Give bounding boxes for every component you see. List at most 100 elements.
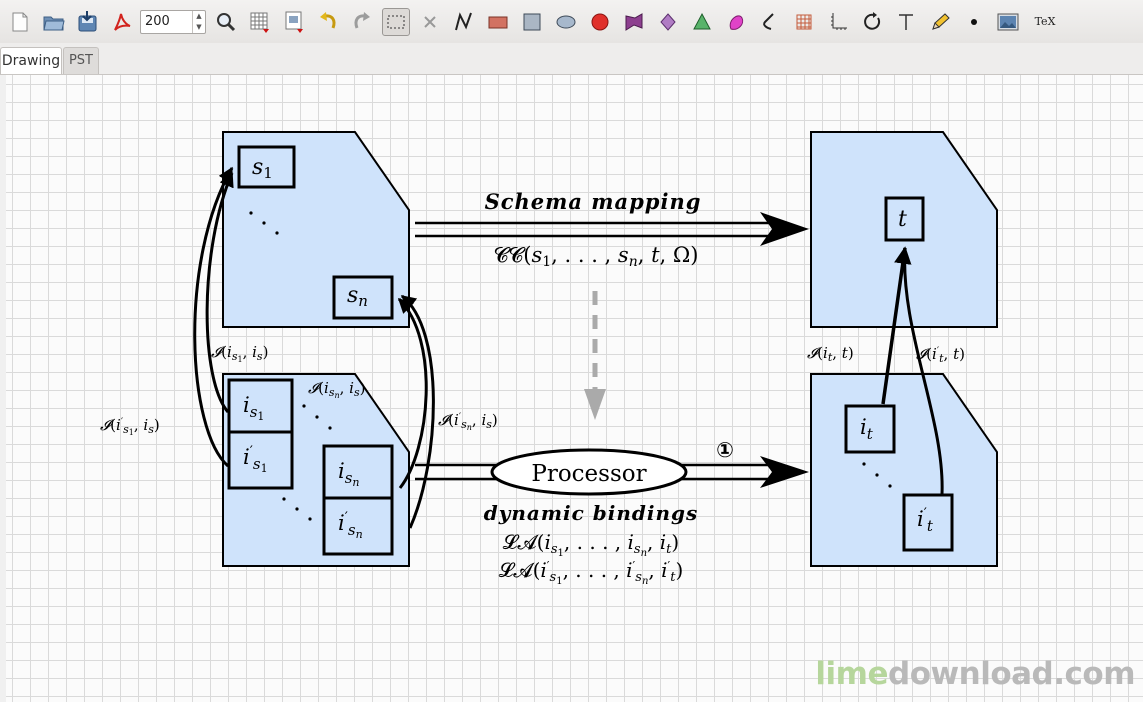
isn-prime-box[interactable] bbox=[322, 496, 394, 556]
undo-icon bbox=[320, 11, 336, 29]
axes-tool-button[interactable] bbox=[824, 8, 852, 36]
rhombus-tool-button[interactable] bbox=[654, 8, 682, 36]
tex-button[interactable]: TeX bbox=[1028, 8, 1062, 36]
spin-up-icon[interactable]: ▲ bbox=[196, 11, 202, 20]
square-tool-button[interactable] bbox=[518, 8, 546, 36]
ellipse-tool-button[interactable] bbox=[552, 8, 580, 36]
tab-pst[interactable]: PST bbox=[63, 47, 99, 74]
dashed-gray-arrow bbox=[584, 291, 606, 420]
zoom-arrows[interactable]: ▲▼ bbox=[192, 10, 205, 33]
rectangle-icon bbox=[488, 16, 508, 28]
select-tool-button[interactable] bbox=[382, 7, 410, 36]
open-button[interactable] bbox=[40, 8, 68, 36]
new-file-icon bbox=[12, 12, 28, 31]
new-file-button[interactable] bbox=[6, 8, 34, 36]
tex-label: TeX bbox=[1034, 15, 1056, 28]
isn-prime-to-sn-arc[interactable] bbox=[400, 294, 435, 529]
schema-mapping-label: Schema mapping bbox=[485, 189, 702, 214]
freehand-icon bbox=[455, 11, 472, 30]
pencil-icon bbox=[932, 12, 950, 30]
sn-box[interactable] bbox=[332, 275, 394, 320]
freehand-tool-button[interactable] bbox=[450, 8, 478, 36]
is1-box[interactable] bbox=[227, 378, 294, 434]
pencil-tool-button[interactable] bbox=[926, 8, 954, 36]
t-box[interactable] bbox=[884, 196, 925, 242]
grid-shape-icon bbox=[796, 14, 812, 29]
it-prime-box[interactable] bbox=[902, 493, 954, 552]
select-rectangle-icon bbox=[387, 15, 405, 28]
text-tool-button[interactable] bbox=[892, 8, 920, 36]
grid-button[interactable] bbox=[246, 8, 274, 36]
bezier-tool-button[interactable] bbox=[722, 8, 750, 36]
watermark-part-1: lime bbox=[815, 656, 889, 692]
save-button[interactable] bbox=[74, 8, 102, 36]
grid-icon bbox=[250, 12, 269, 33]
s1-box[interactable] bbox=[237, 145, 296, 189]
diagram: s1 sn t is1 i′s1 isn i′sn it i′t Schema … bbox=[100, 131, 998, 587]
bezier-icon bbox=[729, 14, 744, 30]
it-box[interactable] bbox=[844, 404, 896, 454]
triangle-tool-button[interactable] bbox=[688, 8, 716, 36]
dynamic-bindings-label: dynamic bindings bbox=[484, 501, 699, 525]
interp-it-t-label: 𝓘(it, t) bbox=[807, 344, 854, 364]
drawing-canvas[interactable]: s1 sn t is1 i′s1 isn i′sn it i′t Schema … bbox=[0, 75, 1143, 702]
polyline-icon bbox=[763, 12, 774, 30]
ellipse-icon bbox=[556, 15, 576, 28]
main-toolbar: 200 ▲▼ bbox=[0, 0, 1143, 44]
la-formula-2: 𝓛𝓐(i′s1, . . . , i′sn, i′t) bbox=[499, 558, 684, 587]
processor-label: Processor bbox=[531, 461, 646, 487]
instance-ellipsis-bottom bbox=[282, 497, 312, 521]
spin-down-icon[interactable]: ▼ bbox=[196, 22, 202, 31]
delete-icon bbox=[424, 15, 436, 28]
interp-is1-s-label: 𝓘(is1, is) bbox=[211, 343, 268, 364]
interp-is1-prime-s-label: 𝓘(i′s1, is) bbox=[100, 416, 160, 437]
square-icon bbox=[523, 13, 541, 30]
template-button[interactable] bbox=[280, 8, 308, 36]
processor-node[interactable] bbox=[490, 448, 688, 496]
pdf-export-button[interactable] bbox=[108, 8, 136, 36]
picture-tool-button[interactable] bbox=[994, 8, 1022, 36]
open-folder-icon bbox=[43, 16, 65, 30]
cc-formula: 𝓒𝓒(s1, . . . , sn, t, Ω) bbox=[493, 243, 698, 270]
schema-mapping-arrow[interactable] bbox=[415, 212, 809, 246]
watermark-part-2: download.com bbox=[888, 656, 1135, 692]
it-to-t-arrow[interactable] bbox=[881, 246, 912, 405]
triangle-icon bbox=[693, 12, 711, 29]
arc-tool-button[interactable] bbox=[858, 8, 886, 36]
pdf-export-icon bbox=[114, 13, 131, 31]
target-instance-ellipsis bbox=[862, 462, 892, 488]
tab-drawing[interactable]: Drawing bbox=[0, 47, 62, 74]
dot-icon bbox=[971, 18, 977, 25]
undo-button[interactable] bbox=[314, 8, 342, 36]
rectangle-tool-button[interactable] bbox=[484, 8, 512, 36]
circle-icon bbox=[591, 13, 609, 30]
template-icon bbox=[285, 11, 303, 33]
axes-icon bbox=[831, 12, 847, 30]
isn-box[interactable] bbox=[322, 444, 394, 500]
zoom-button[interactable] bbox=[212, 8, 240, 36]
picture-icon bbox=[997, 13, 1019, 30]
interp-it-prime-t-label: 𝓘(i′t, t) bbox=[916, 345, 965, 365]
zoom-spinbox[interactable]: 200 ▲▼ bbox=[140, 9, 206, 34]
is1-prime-box[interactable] bbox=[227, 430, 294, 490]
redo-button[interactable] bbox=[348, 8, 376, 36]
polyline-tool-button[interactable] bbox=[756, 8, 784, 36]
tab-bar: Drawing PST bbox=[0, 43, 1143, 75]
polygon-tool-button[interactable] bbox=[620, 8, 648, 36]
is1-to-s1-arc[interactable] bbox=[205, 171, 234, 413]
save-icon bbox=[78, 10, 97, 31]
dot-tool-button[interactable] bbox=[960, 8, 988, 36]
isn-to-sn-arc[interactable] bbox=[397, 297, 428, 489]
rhombus-icon bbox=[660, 12, 676, 31]
is1-prime-to-s1-arc[interactable] bbox=[193, 166, 234, 468]
redo-icon bbox=[354, 11, 370, 29]
step-marker: ① bbox=[716, 438, 734, 462]
la-formula-1: 𝓛𝓐(is1, . . . , isn, it) bbox=[503, 530, 679, 559]
circle-tool-button[interactable] bbox=[586, 8, 614, 36]
zoom-value[interactable]: 200 bbox=[145, 14, 170, 29]
arc-icon bbox=[864, 11, 881, 30]
delete-button[interactable] bbox=[416, 8, 444, 36]
it-prime-to-t-arc[interactable] bbox=[903, 247, 944, 495]
polygon-icon bbox=[625, 12, 643, 31]
grid-shape-tool-button[interactable] bbox=[790, 8, 818, 36]
